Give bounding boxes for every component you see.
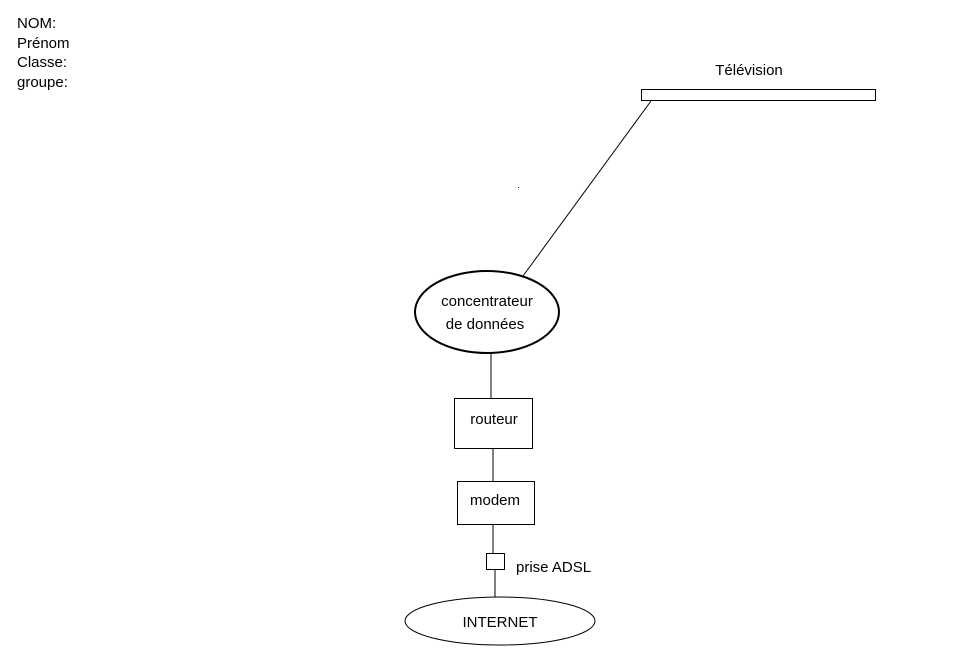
hub-label-line2: de données bbox=[446, 316, 524, 333]
television-label: Télévision bbox=[715, 62, 783, 79]
television-bar bbox=[641, 89, 876, 101]
adsl-socket-node bbox=[486, 553, 505, 570]
internet-label: INTERNET bbox=[463, 614, 538, 631]
hub-label-line1: concentrateur bbox=[441, 293, 533, 310]
modem-label: modem bbox=[470, 492, 520, 509]
modem-node bbox=[457, 481, 535, 525]
hub-node bbox=[414, 270, 560, 354]
classe-label: Classe: bbox=[17, 54, 68, 71]
router-label: routeur bbox=[470, 411, 518, 428]
stray-dot bbox=[518, 187, 519, 188]
prenom-label: Prénom bbox=[17, 34, 70, 52]
nom-label: NOM: bbox=[17, 15, 57, 32]
adsl-socket-label: prise ADSL bbox=[516, 559, 591, 576]
router-node bbox=[454, 398, 533, 449]
groupe-label: groupe: bbox=[17, 73, 68, 91]
student-info-fields: NOM: Prénom Classe: groupe: bbox=[17, 14, 70, 92]
internet-node bbox=[404, 596, 596, 646]
link-television-hub bbox=[522, 100, 652, 277]
